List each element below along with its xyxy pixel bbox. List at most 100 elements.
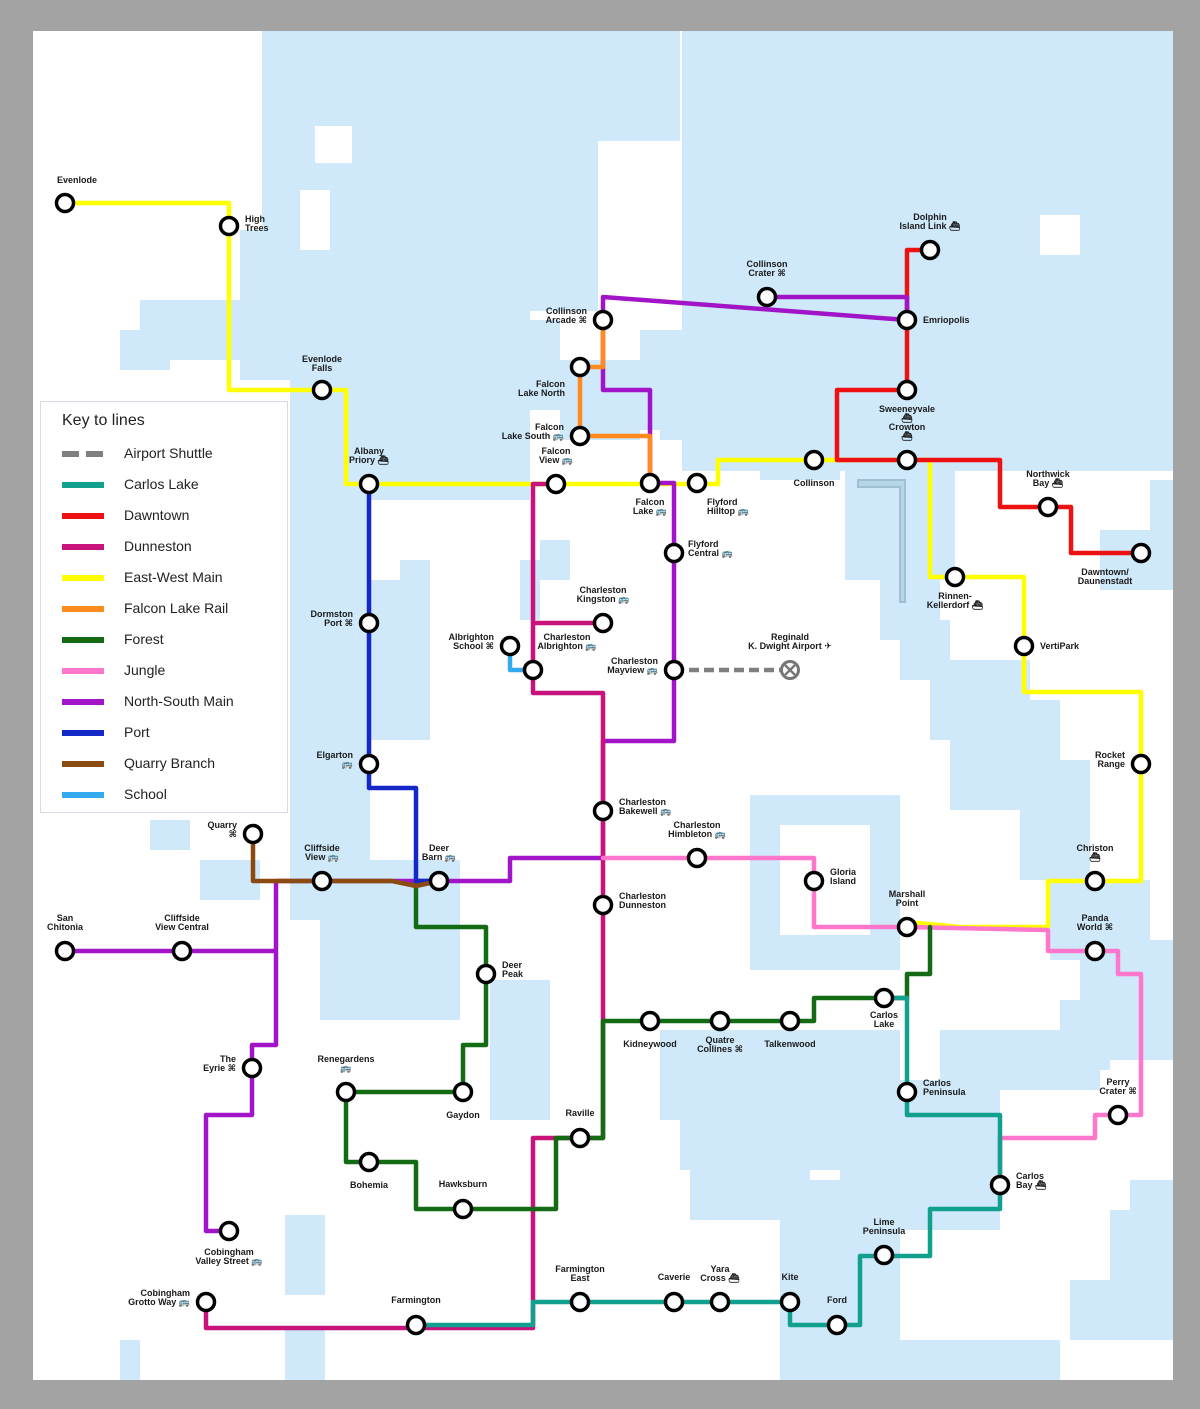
station-kidneywood[interactable]: Kidneywood — [623, 1010, 677, 1050]
legend-swatch — [62, 544, 104, 550]
station-marker — [639, 1010, 661, 1032]
legend-item: Carlos Lake — [62, 473, 282, 495]
station-ford[interactable]: Ford — [826, 1295, 848, 1336]
station-quarry[interactable]: Quarry⌘ — [207, 820, 264, 845]
station-evenlode[interactable]: Evenlode — [54, 175, 98, 214]
station-crowton[interactable]: Crowton⛴ — [889, 422, 926, 471]
legend-label: East-West Main — [124, 569, 223, 585]
station-marker — [358, 1151, 380, 1173]
station-elgarton[interactable]: Elgarton🚌 — [316, 750, 380, 775]
line-quarry-branch — [250, 831, 442, 889]
station-kite[interactable]: Kite — [779, 1272, 801, 1313]
station-label: Sweeneyvale⛴ — [879, 404, 935, 423]
station-marker — [592, 309, 614, 331]
station-raville[interactable]: Raville — [565, 1108, 595, 1149]
legend-swatch — [62, 699, 104, 705]
station-marker — [686, 472, 708, 494]
station-gaydon[interactable]: Gaydon — [446, 1081, 480, 1121]
station-renegardens[interactable]: Renegardens🚌 — [317, 1054, 375, 1103]
station-label: Caverie — [658, 1272, 691, 1282]
station-caverie[interactable]: Caverie — [658, 1272, 691, 1313]
station-dawntown-daunenstadt[interactable]: Dawntown/Daunenstadt — [1078, 542, 1152, 587]
station-sweeneyvale[interactable]: Sweeneyvale⛴ — [879, 379, 935, 424]
legend-item: East-West Main — [62, 566, 282, 588]
legend-swatch — [62, 606, 104, 612]
station-marker — [873, 987, 895, 1009]
station-marker — [592, 894, 614, 916]
station-bohemia[interactable]: Bohemia — [350, 1151, 389, 1191]
station-marker — [663, 1291, 685, 1313]
station-hawksburn[interactable]: Hawksburn — [439, 1179, 488, 1220]
station-emriopolis[interactable]: Emriopolis — [896, 309, 970, 331]
station-christon[interactable]: Christon⛴ — [1077, 843, 1114, 892]
station-marker — [241, 1057, 263, 1079]
station-label: Crowton⛴ — [889, 422, 926, 441]
station-marker — [335, 1081, 357, 1103]
station-rinnen-kellerdorf[interactable]: Rinnen-Kellerdorf ⛴ — [927, 566, 984, 611]
station-marker — [709, 1010, 731, 1032]
station-marker — [428, 870, 450, 892]
legend-swatch — [62, 730, 104, 736]
station-vertipark[interactable]: VertiPark — [1013, 635, 1081, 657]
station-talkenwood[interactable]: Talkenwood — [764, 1010, 816, 1050]
station-label: Dawntown/Daunenstadt — [1078, 567, 1133, 586]
station-label: Kite — [781, 1272, 798, 1282]
station-farmington[interactable]: Farmington — [391, 1295, 441, 1336]
station-marker — [896, 379, 918, 401]
land-islands — [300, 126, 1080, 935]
station-collinson[interactable]: Collinson — [794, 449, 835, 489]
